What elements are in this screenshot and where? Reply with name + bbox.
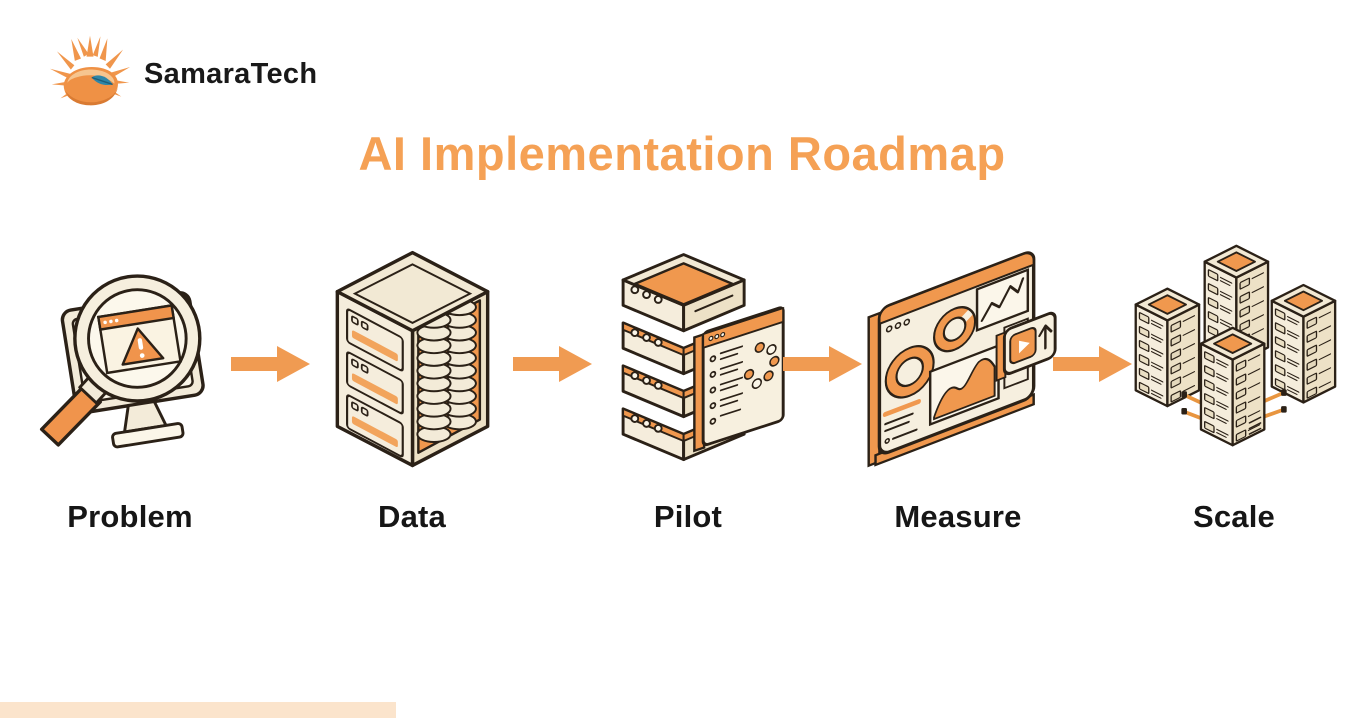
- arrow-right-icon: [231, 345, 310, 383]
- stage-label-measure: Measure: [894, 499, 1022, 534]
- arrow-right-icon: [513, 345, 592, 383]
- header: SamaraTech: [0, 0, 1364, 114]
- stage-pilot: Pilot: [588, 241, 788, 535]
- stage-label-problem: Problem: [67, 499, 193, 534]
- stage-label-pilot: Pilot: [653, 499, 723, 534]
- stage-data: Data: [306, 241, 518, 535]
- roadmap: Problem: [0, 241, 1364, 535]
- stage-label-data: Data: [378, 499, 446, 534]
- stage-scale: Scale: [1128, 241, 1340, 535]
- problem-magnifier-warning-icon: [39, 274, 205, 449]
- measure-dashboard-icon: [866, 251, 1057, 468]
- stage-measure: Measure: [858, 241, 1058, 535]
- brand-name: SamaraTech: [144, 57, 318, 90]
- arrow-right-icon: [1053, 345, 1132, 383]
- arrow-right-icon: [783, 345, 862, 383]
- data-server-cabinet-icon: [335, 250, 489, 468]
- stage-label-scale: Scale: [1192, 499, 1275, 534]
- samara-sun-logo-icon: [50, 35, 130, 106]
- scale-server-cluster-icon: [1134, 244, 1336, 447]
- pilot-server-stack-icon: [621, 253, 785, 462]
- bottom-accent-bar: [0, 702, 396, 718]
- page-title: AI Implementation Roadmap: [358, 127, 1006, 180]
- stage-problem: Problem: [24, 241, 236, 535]
